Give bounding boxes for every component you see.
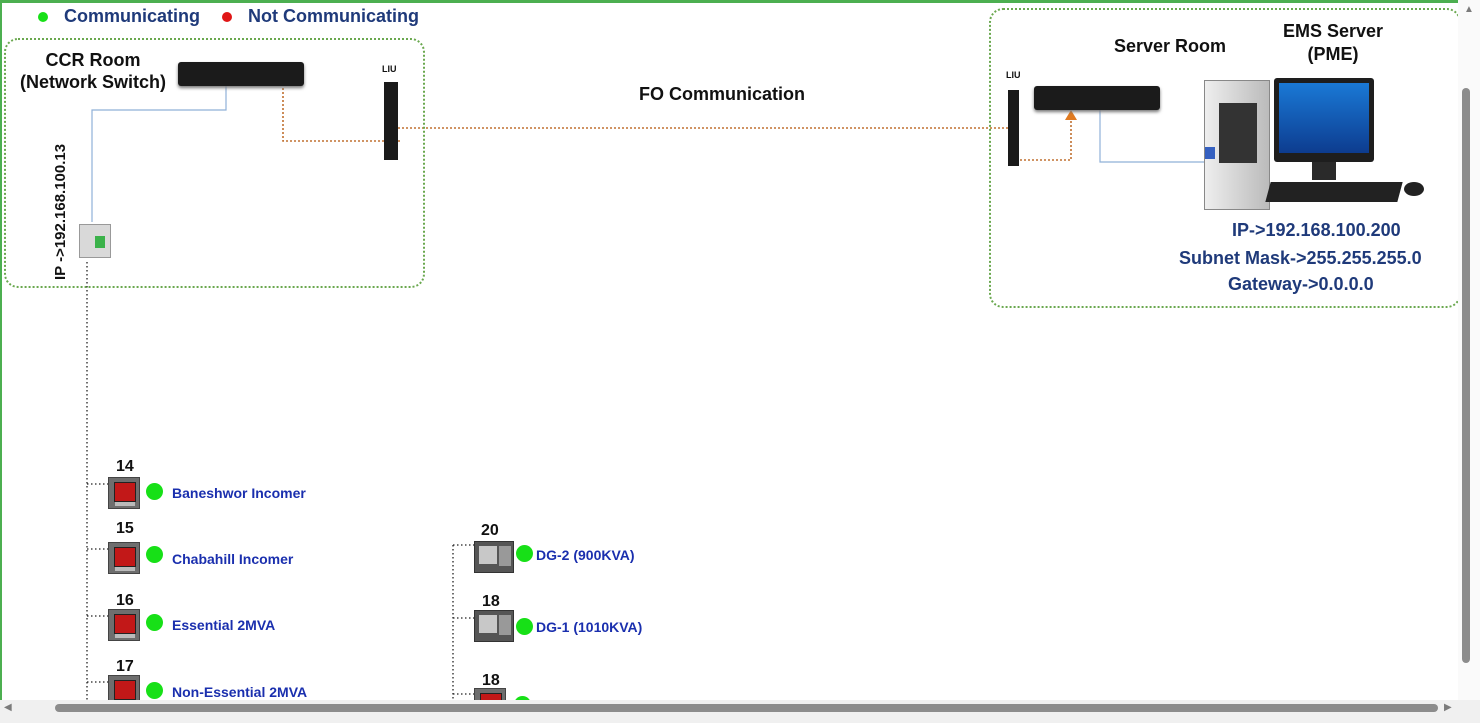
ems-server-title-line2: (PME) xyxy=(1307,44,1359,64)
status-indicator xyxy=(146,546,163,563)
ccr-ip-container: IP ->192.168.100.13 xyxy=(52,120,80,280)
server-copper-link xyxy=(1099,110,1212,163)
pc-tower xyxy=(1204,80,1270,210)
meter-name-link[interactable]: Essential 2MVA xyxy=(172,617,276,633)
legend-not-communicating-label: Not Communicating xyxy=(248,6,420,26)
ccr-room-box xyxy=(4,38,425,288)
ccr-copper-link xyxy=(91,85,227,222)
server-room-label: Server Room xyxy=(1114,36,1227,56)
meter-name-link[interactable]: Non-Essential 2MVA xyxy=(172,684,308,700)
server-subnet-label: Subnet Mask->255.255.255.0 xyxy=(1179,248,1422,268)
scroll-right-arrow-icon[interactable]: ▶ xyxy=(1444,702,1452,713)
power-meter-icon[interactable] xyxy=(108,609,140,641)
server-gateway-label: Gateway->0.0.0.0 xyxy=(1228,274,1374,294)
ems-server-title: EMS Server (PME) xyxy=(1278,20,1388,66)
status-indicator xyxy=(146,682,163,699)
legend: Communicating Not Communicating xyxy=(38,6,441,27)
scroll-left-arrow-icon[interactable]: ◀ xyxy=(4,702,12,713)
meter-id: 17 xyxy=(116,658,134,675)
ccr-liu-panel[interactable] xyxy=(384,82,398,160)
ccr-liu-label: LIU xyxy=(382,64,397,74)
server-liu-panel[interactable] xyxy=(1008,90,1019,166)
ccr-fiber-link xyxy=(282,88,400,142)
status-indicator xyxy=(146,483,163,500)
gateway-device-icon[interactable] xyxy=(79,220,111,260)
vertical-scroll-thumb[interactable] xyxy=(1462,88,1470,663)
vertical-scrollbar[interactable]: ▲ xyxy=(1458,0,1480,700)
server-liu-label: LIU xyxy=(1006,70,1021,80)
green-dot-icon xyxy=(38,11,48,22)
pc-monitor-stand xyxy=(1312,162,1336,180)
arrow-up-icon xyxy=(1065,110,1077,120)
pc-monitor xyxy=(1274,78,1374,162)
legend-communicating: Communicating xyxy=(38,6,200,27)
ccr-room-title: CCR Room (Network Switch) xyxy=(18,49,168,93)
generator-name-link[interactable]: DG-1 (1010KVA) xyxy=(536,619,643,635)
scroll-up-arrow-icon[interactable]: ▲ xyxy=(1464,4,1474,15)
horizontal-scrollbar[interactable]: ◀ ▶ xyxy=(0,700,1480,723)
generator-name-link[interactable]: DG-2 (900KVA) xyxy=(536,547,635,563)
red-dot-icon xyxy=(222,11,233,22)
ems-server-computer[interactable] xyxy=(1204,78,1434,210)
legend-not-communicating: Not Communicating xyxy=(222,6,419,27)
genset-controller-icon[interactable] xyxy=(474,610,514,642)
ccr-room-title-line2: (Network Switch) xyxy=(19,72,166,92)
generator-id: 18 xyxy=(482,593,500,610)
ccr-network-switch[interactable] xyxy=(178,62,304,86)
fo-communication-label: FO Communication xyxy=(639,84,805,104)
meter-id: 15 xyxy=(116,520,134,537)
legend-communicating-label: Communicating xyxy=(64,6,201,26)
meter-id: 16 xyxy=(116,592,134,609)
horizontal-scroll-thumb[interactable] xyxy=(55,704,1438,712)
status-indicator xyxy=(516,545,533,562)
generator-id: 20 xyxy=(481,522,499,539)
meter-name-link[interactable]: Baneshwor Incomer xyxy=(172,485,306,501)
power-meter-icon[interactable] xyxy=(108,477,140,509)
ems-server-title-line1: EMS Server xyxy=(1282,21,1384,41)
generator-id: 18 xyxy=(482,672,500,689)
server-network-switch[interactable] xyxy=(1034,86,1160,110)
pc-keyboard xyxy=(1265,182,1403,202)
server-ip-label: IP->192.168.100.200 xyxy=(1232,220,1401,240)
meter-name-link[interactable]: Chabahill Incomer xyxy=(172,551,294,567)
pc-mouse xyxy=(1404,182,1424,196)
ccr-room-title-line1: CCR Room xyxy=(45,50,141,70)
meter-id: 14 xyxy=(116,458,134,475)
power-meter-icon[interactable] xyxy=(108,542,140,574)
status-indicator xyxy=(146,614,163,631)
genset-controller-icon[interactable] xyxy=(474,541,514,573)
status-indicator xyxy=(516,618,533,635)
ccr-ip-label: IP ->192.168.100.13 xyxy=(52,143,69,280)
